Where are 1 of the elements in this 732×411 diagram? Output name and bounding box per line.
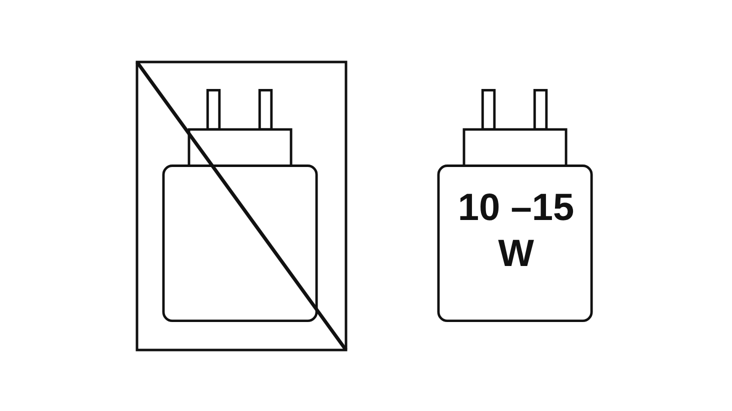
wattage-label: 10 –15 W — [456, 186, 576, 277]
